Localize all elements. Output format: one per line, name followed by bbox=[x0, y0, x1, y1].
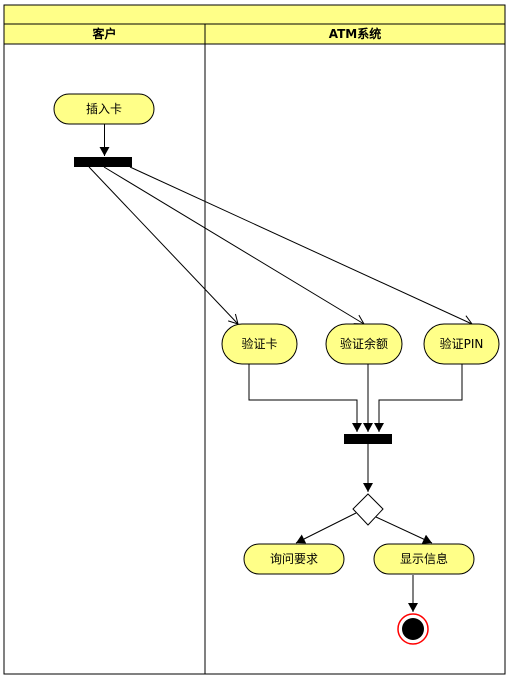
activity-insert-card[interactable]: 插入卡 bbox=[53, 93, 155, 125]
edge-decision-to-show bbox=[375, 516, 433, 544]
edge-fork-to-verify-balance bbox=[103, 166, 365, 325]
decision-diamond-icon[interactable] bbox=[352, 493, 384, 526]
join-bar-icon[interactable] bbox=[344, 434, 392, 444]
edge-decision-to-inquire bbox=[295, 512, 357, 544]
edge-fork-to-verify-card bbox=[88, 166, 239, 325]
activity-inquire-request[interactable]: 询问要求 bbox=[243, 543, 345, 575]
activity-verify-pin[interactable]: 验证PIN bbox=[423, 323, 500, 365]
edge-verify-card-to-join bbox=[248, 364, 362, 432]
activity-inquire-request-label: 询问要求 bbox=[270, 552, 318, 566]
edge-fork-to-verify-pin bbox=[129, 166, 473, 326]
lane-title-customer: 客户 bbox=[91, 26, 116, 41]
fork-bar-icon[interactable] bbox=[74, 157, 132, 167]
lane-title-atm: ATM系统 bbox=[329, 26, 381, 41]
activity-verify-balance-label: 验证余额 bbox=[340, 336, 388, 351]
activity-show-info-label: 显示信息 bbox=[400, 551, 448, 566]
activity-verify-card-label: 验证卡 bbox=[241, 336, 277, 351]
activity-show-info[interactable]: 显示信息 bbox=[373, 543, 475, 575]
activity-verify-card[interactable]: 验证卡 bbox=[221, 323, 298, 365]
activity-verify-balance[interactable]: 验证余额 bbox=[325, 323, 403, 365]
edge-verify-pin-to-join bbox=[374, 364, 463, 432]
activity-verify-pin-label: 验证PIN bbox=[440, 336, 484, 351]
activity-insert-card-label: 插入卡 bbox=[86, 102, 122, 116]
final-state-icon[interactable] bbox=[397, 613, 429, 645]
pool-header bbox=[3, 4, 506, 25]
